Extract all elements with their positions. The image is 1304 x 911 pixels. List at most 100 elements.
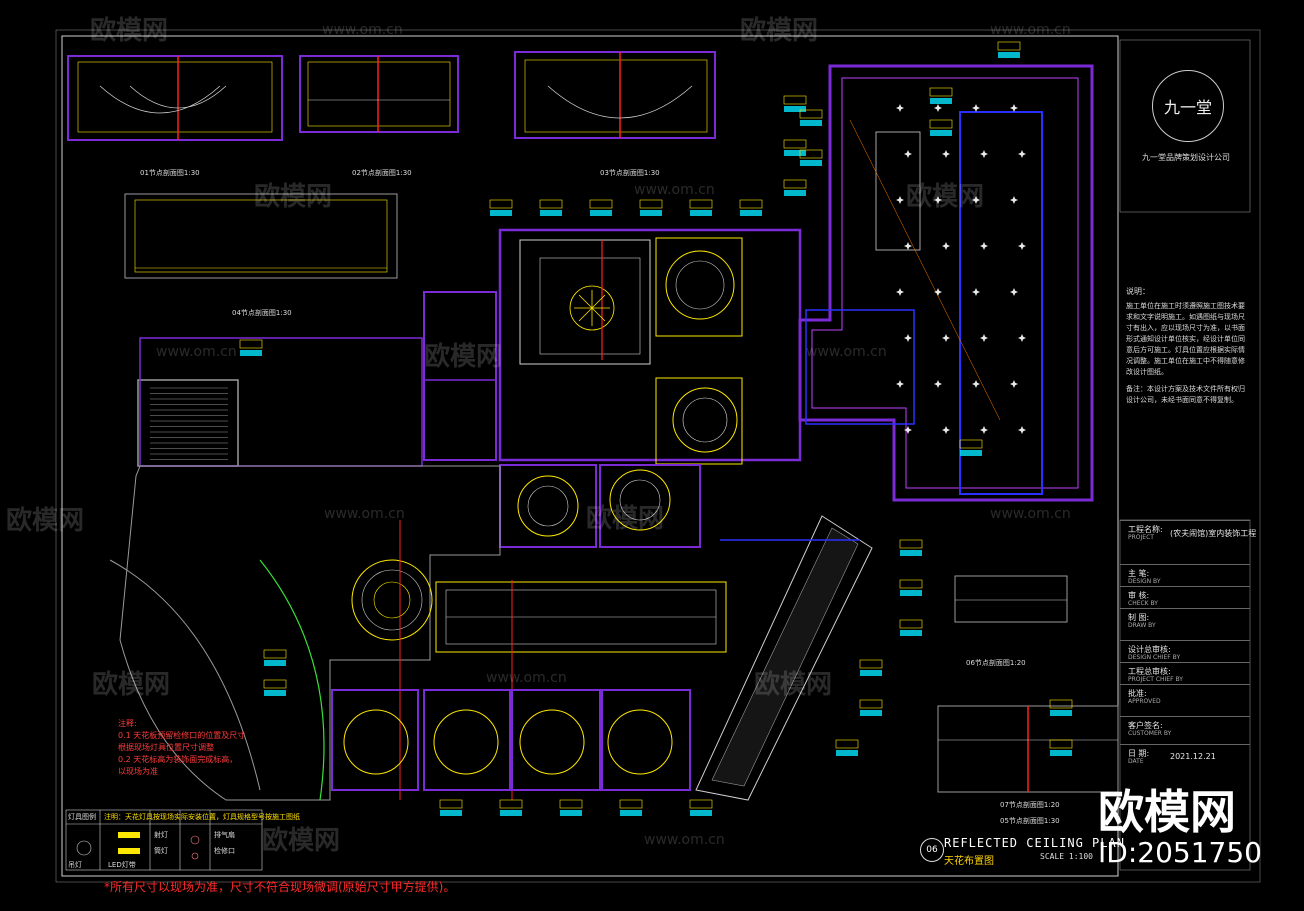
watermark-brand: 欧模网 <box>586 504 665 534</box>
diagonal-corridor <box>695 515 873 801</box>
title-block-label: 主 笔: <box>1128 569 1150 578</box>
annotation-tag <box>263 679 287 689</box>
annotation-tag <box>589 199 613 209</box>
watermark-brand: 欧模网 <box>262 826 341 856</box>
footer-dimension-note: *所有尺寸以现场为准，尺寸不符合现场微调(原始尺寸甲方提供)。 <box>104 880 456 894</box>
watermark-url: www.om.cn <box>486 670 567 686</box>
title-block-value: (农夫闹馆)室内装饰工程 <box>1170 529 1257 538</box>
title-block-label: 批准: <box>1128 689 1147 698</box>
watermark-url: www.om.cn <box>156 344 237 360</box>
lobby-area <box>109 465 727 801</box>
annotation-tag <box>929 119 953 129</box>
downlight-icon <box>972 196 980 204</box>
red-note-title: 注释: <box>118 719 137 728</box>
downlight-icon <box>904 150 912 158</box>
title-block-label-en: APPROVED <box>1128 698 1161 705</box>
section-detail-04 <box>124 193 398 279</box>
annotation-tag <box>859 659 883 669</box>
legend-item: 检修口 <box>214 847 235 855</box>
title-block-label: 制 图: <box>1128 613 1150 622</box>
annotation-tag <box>239 339 263 349</box>
annotation-tag <box>799 109 823 119</box>
downlight-icon <box>1010 288 1018 296</box>
annotation-tag <box>499 799 523 809</box>
title-block-divider <box>1120 608 1250 609</box>
downlight-icon <box>980 334 988 342</box>
annotation-tag <box>799 149 823 159</box>
plan-number-badge: 06 <box>920 838 944 862</box>
downlight-icon <box>942 426 950 434</box>
notes-title: 说明： <box>1126 287 1150 296</box>
annotation-tag-bar <box>440 810 462 816</box>
annotation-tag <box>689 199 713 209</box>
downlight-icon <box>980 426 988 434</box>
red-annotation-note: 注释: 0.1 天花板预留检修口的位置及尺寸 根据现场灯具位置尺寸调整 0.2 … <box>118 718 278 778</box>
watermark-brand: 欧模网 <box>254 182 333 212</box>
annotation-tag-bar <box>490 210 512 216</box>
annotation-tag <box>689 799 713 809</box>
annotation-tag-bar <box>690 810 712 816</box>
annotation-tag <box>899 539 923 549</box>
downlight-icon <box>972 288 980 296</box>
legend-item: 排气扇 <box>214 831 235 839</box>
private-rooms-bottom <box>331 689 691 791</box>
section-detail-07 <box>937 705 1119 793</box>
notes-extra: 备注：本设计方案及技术文件所有权归设计公司，未经书面同意不得复制。 <box>1126 385 1245 404</box>
title-block-label-en: DESIGN CHIEF BY <box>1128 654 1181 661</box>
section-label-03: 03节点剖面图1:30 <box>600 169 660 177</box>
legend-item: 吊灯 <box>68 861 82 869</box>
section-label-01: 01节点剖面图1:30 <box>140 169 200 177</box>
annotation-tag <box>619 799 643 809</box>
annotation-tag-bar <box>784 190 806 196</box>
watermark-url: www.om.cn <box>990 22 1071 38</box>
legend-title: 灯具图例 <box>68 813 96 821</box>
annotation-tag-bar <box>900 630 922 636</box>
title-block-label: 工程总审核: <box>1128 667 1171 676</box>
downlight-icon <box>1018 242 1026 250</box>
company-name: 九一堂品牌策划设计公司 <box>1142 153 1230 162</box>
title-block-label: 设计总审核: <box>1128 645 1171 654</box>
section-detail-01 <box>67 55 283 141</box>
red-note-line: 0.2 天花标高为装饰面完成标高， <box>118 755 238 764</box>
red-note-line: 0.1 天花板预留检修口的位置及尺寸 <box>118 731 246 740</box>
legend-item: 筒灯 <box>154 847 168 855</box>
annotation-tag-bar <box>800 160 822 166</box>
downlight-icon <box>1010 196 1018 204</box>
watermark-url: www.om.cn <box>322 22 403 38</box>
title-block-divider <box>1120 744 1250 745</box>
annotation-tag-bar <box>800 120 822 126</box>
annotation-tag <box>783 95 807 105</box>
watermark-url: www.om.cn <box>644 832 725 848</box>
section-label-04: 04节点剖面图1:30 <box>232 309 292 317</box>
title-block-label-en: DATE <box>1128 758 1144 765</box>
title-block-label-en: CUSTOMER BY <box>1128 730 1172 737</box>
section-label-02: 02节点剖面图1:30 <box>352 169 412 177</box>
section-label-07: 07节点剖面图1:20 <box>1000 801 1060 809</box>
legend-note: 注明：天花灯具按现场实际安装位置，灯具规格型号按施工图纸 <box>104 813 300 821</box>
downlight-icon <box>934 104 942 112</box>
downlight-icon <box>1010 104 1018 112</box>
annotation-tag <box>899 619 923 629</box>
downlight-icon <box>896 104 904 112</box>
downlight-icon <box>904 242 912 250</box>
annotation-tag <box>835 739 859 749</box>
title-block-value: 2021.12.21 <box>1170 752 1216 761</box>
central-rooms <box>498 228 802 465</box>
downlight-icon <box>934 288 942 296</box>
title-block-label-en: PROJECT <box>1128 534 1154 541</box>
annotation-tag-bar <box>900 590 922 596</box>
annotation-tags <box>239 41 1073 816</box>
title-block-label: 客户签名: <box>1128 721 1163 730</box>
downlight-icon <box>1018 150 1026 158</box>
downlight-icon <box>972 104 980 112</box>
annotation-tag <box>859 699 883 709</box>
annotation-tag-bar <box>240 350 262 356</box>
annotation-tag <box>639 199 663 209</box>
watermark-brand: 欧模网 <box>6 506 85 536</box>
private-rooms-middle <box>499 464 701 548</box>
annotation-tag-bar <box>1050 710 1072 716</box>
watermark-url: www.om.cn <box>806 344 887 360</box>
downlight-icon <box>934 380 942 388</box>
design-notes: 说明： 施工单位在施工时须遵照施工图技术要求和文字说明施工。如遇图纸与现场尺寸有… <box>1126 286 1246 406</box>
